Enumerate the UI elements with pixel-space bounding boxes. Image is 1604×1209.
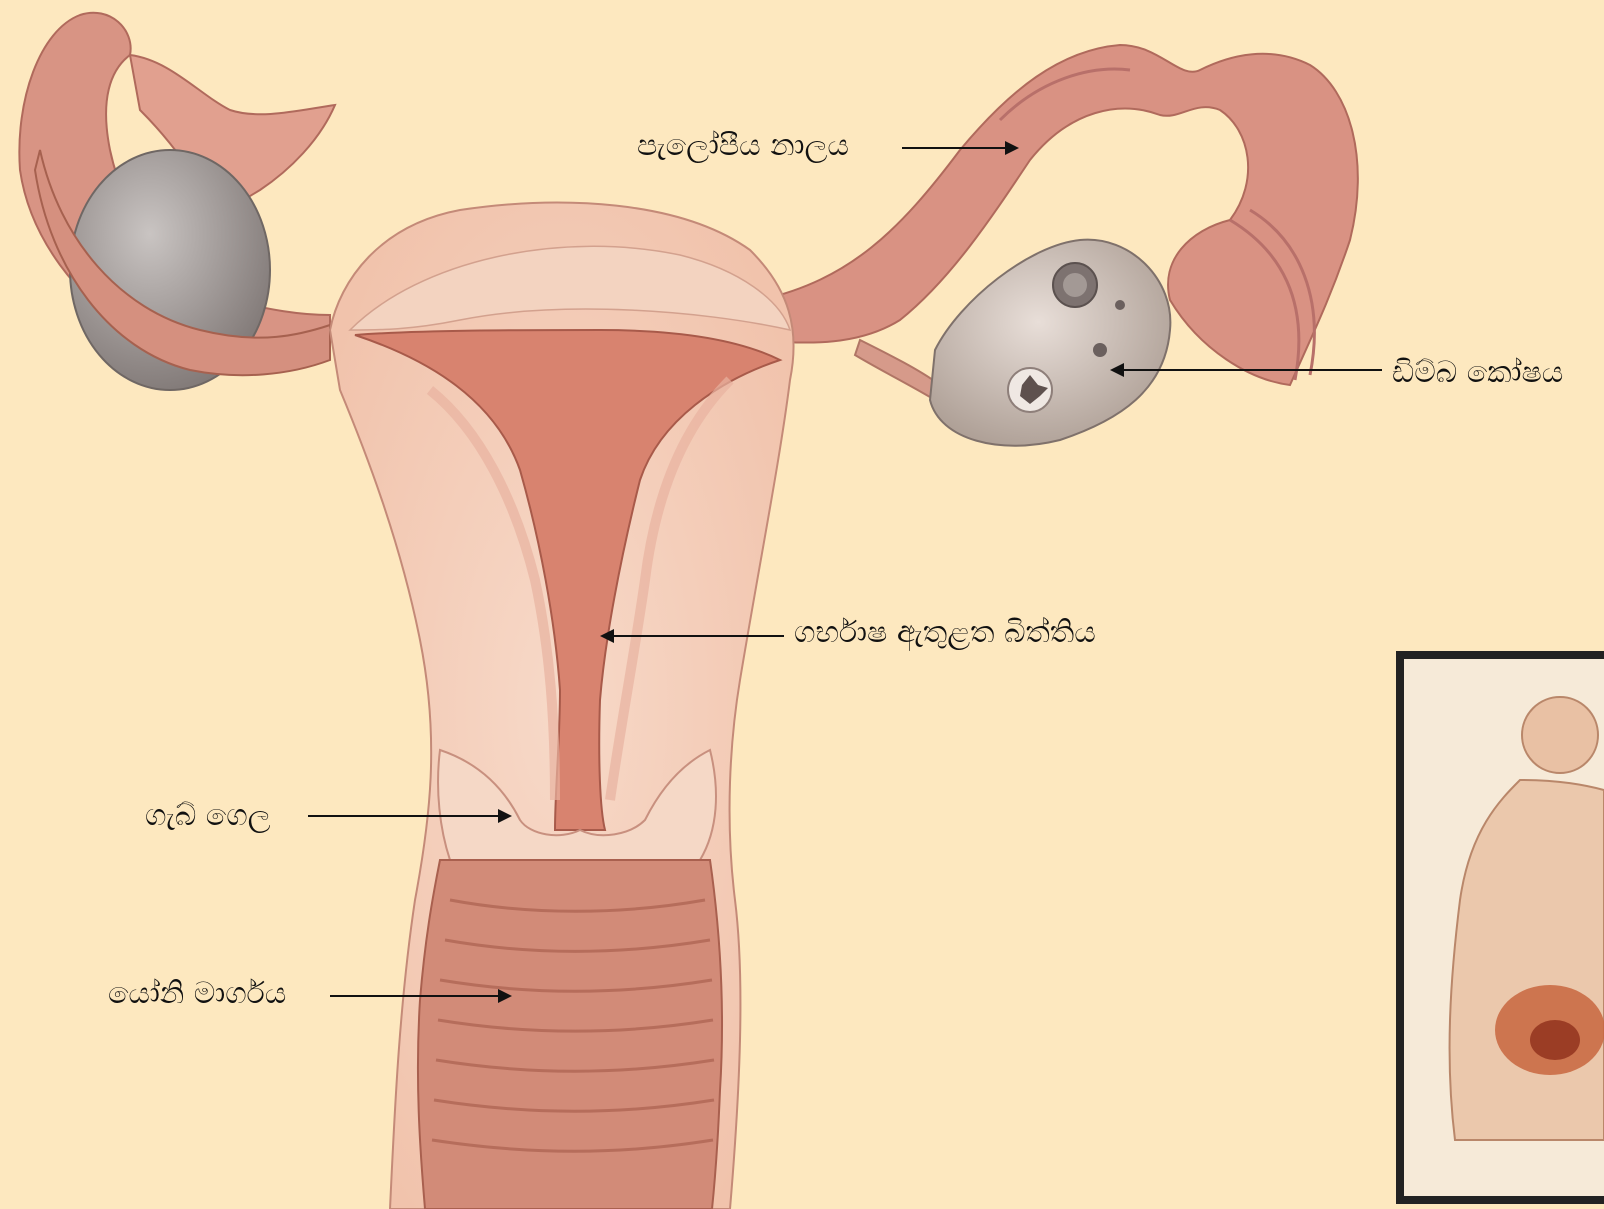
- label-fallopian-tube: පැලෝපීය නාලය: [637, 131, 849, 161]
- label-endometrium: ගර්භාෂ ඇතුළත බිත්තිය: [794, 618, 1096, 648]
- vagina: [418, 860, 722, 1209]
- right-ovary: [930, 240, 1170, 446]
- label-ovary: ඩිම්බ කෝෂය: [1392, 358, 1563, 388]
- label-vagina: යෝනි මාර්ගය: [108, 979, 286, 1009]
- inset-figure: [1400, 655, 1604, 1200]
- ovarian-ligament: [855, 340, 940, 400]
- label-cervix: ගැබ් ගෙල: [145, 801, 271, 831]
